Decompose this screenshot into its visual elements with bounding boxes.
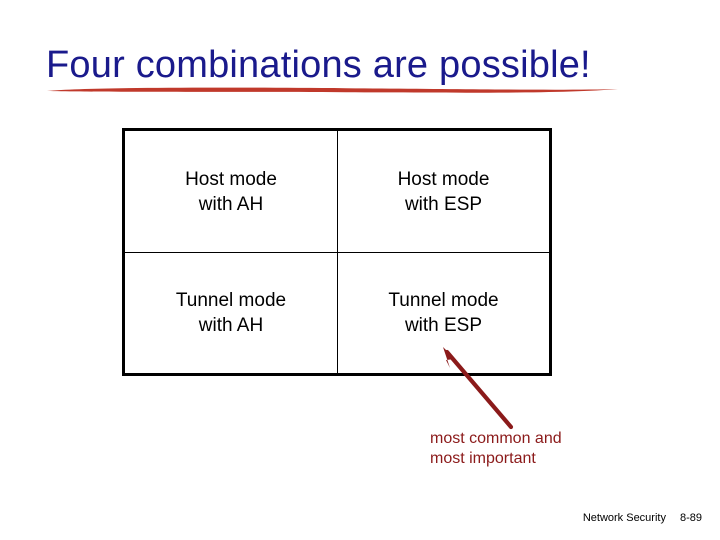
table-cell-tunnel-esp: Tunnel mode with ESP (337, 252, 549, 373)
callout-line-1: most common and (430, 430, 562, 447)
callout-line-2: most important (430, 450, 536, 467)
table-cell-host-ah: Host mode with AH (125, 131, 337, 252)
cell-line-1: Host mode (397, 168, 490, 190)
footer-page-number: 8-89 (679, 512, 702, 524)
slide-footer: Network Security 8-89 (583, 511, 702, 525)
cell-line-1: Tunnel mode (175, 290, 287, 311)
cell-line-2: with ESP (404, 193, 483, 215)
table-cell-tunnel-ah: Tunnel mode with AH (125, 252, 337, 373)
cell-line-1: Tunnel mode (388, 290, 499, 311)
callout-text: most common and most important (430, 429, 562, 469)
table-cell-host-esp: Host mode with ESP (337, 131, 549, 252)
footer-course-label: Network Security (582, 512, 666, 524)
cell-line-1: Host mode (185, 168, 277, 190)
cell-line-2: with AH (198, 193, 264, 215)
page-title: Four combinations are possible! (46, 44, 591, 86)
combinations-table: Host mode with AH Host mode with ESP Tun… (122, 128, 552, 376)
cell-line-2: with ESP (404, 315, 483, 336)
cell-line-2: with AH (198, 315, 264, 336)
